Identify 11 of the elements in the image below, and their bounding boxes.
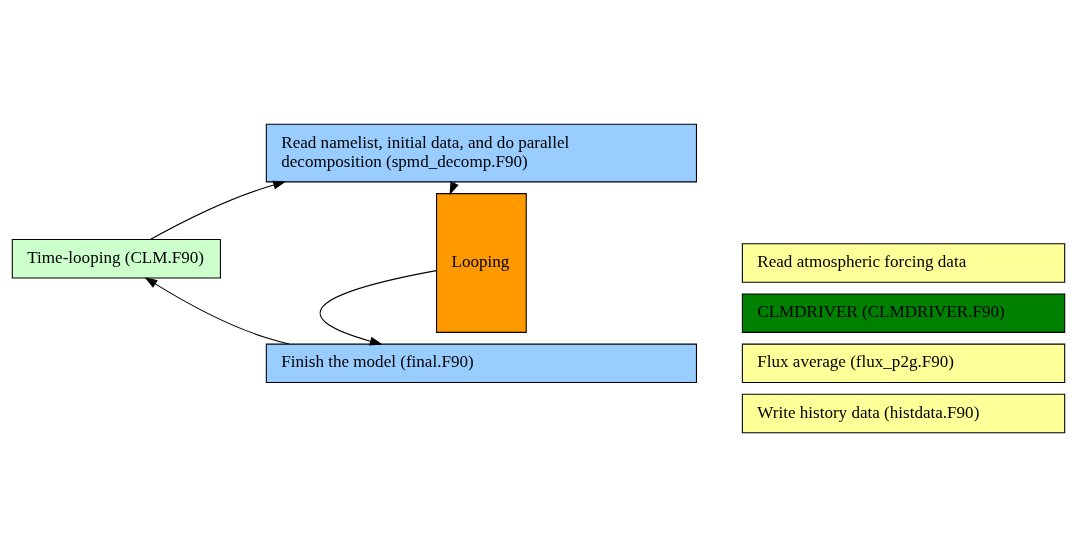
node-box: Flux average (flux_p2g.F90) — [741, 343, 1066, 383]
node-box: Read atmospheric forcing data — [741, 242, 1066, 283]
node-box: Finish the model (final.F90) — [265, 343, 697, 383]
node-box: Time-looping (CLM.F90) — [11, 238, 221, 278]
arrow — [319, 269, 437, 346]
node-box: Write history data (histdata.F90) — [741, 393, 1066, 433]
arrow — [149, 180, 286, 240]
node-box: CLMDRIVER (CLMDRIVER.F90) — [741, 292, 1066, 333]
arrow — [144, 276, 290, 345]
node-box: Looping — [436, 192, 527, 333]
arrow — [449, 180, 459, 195]
